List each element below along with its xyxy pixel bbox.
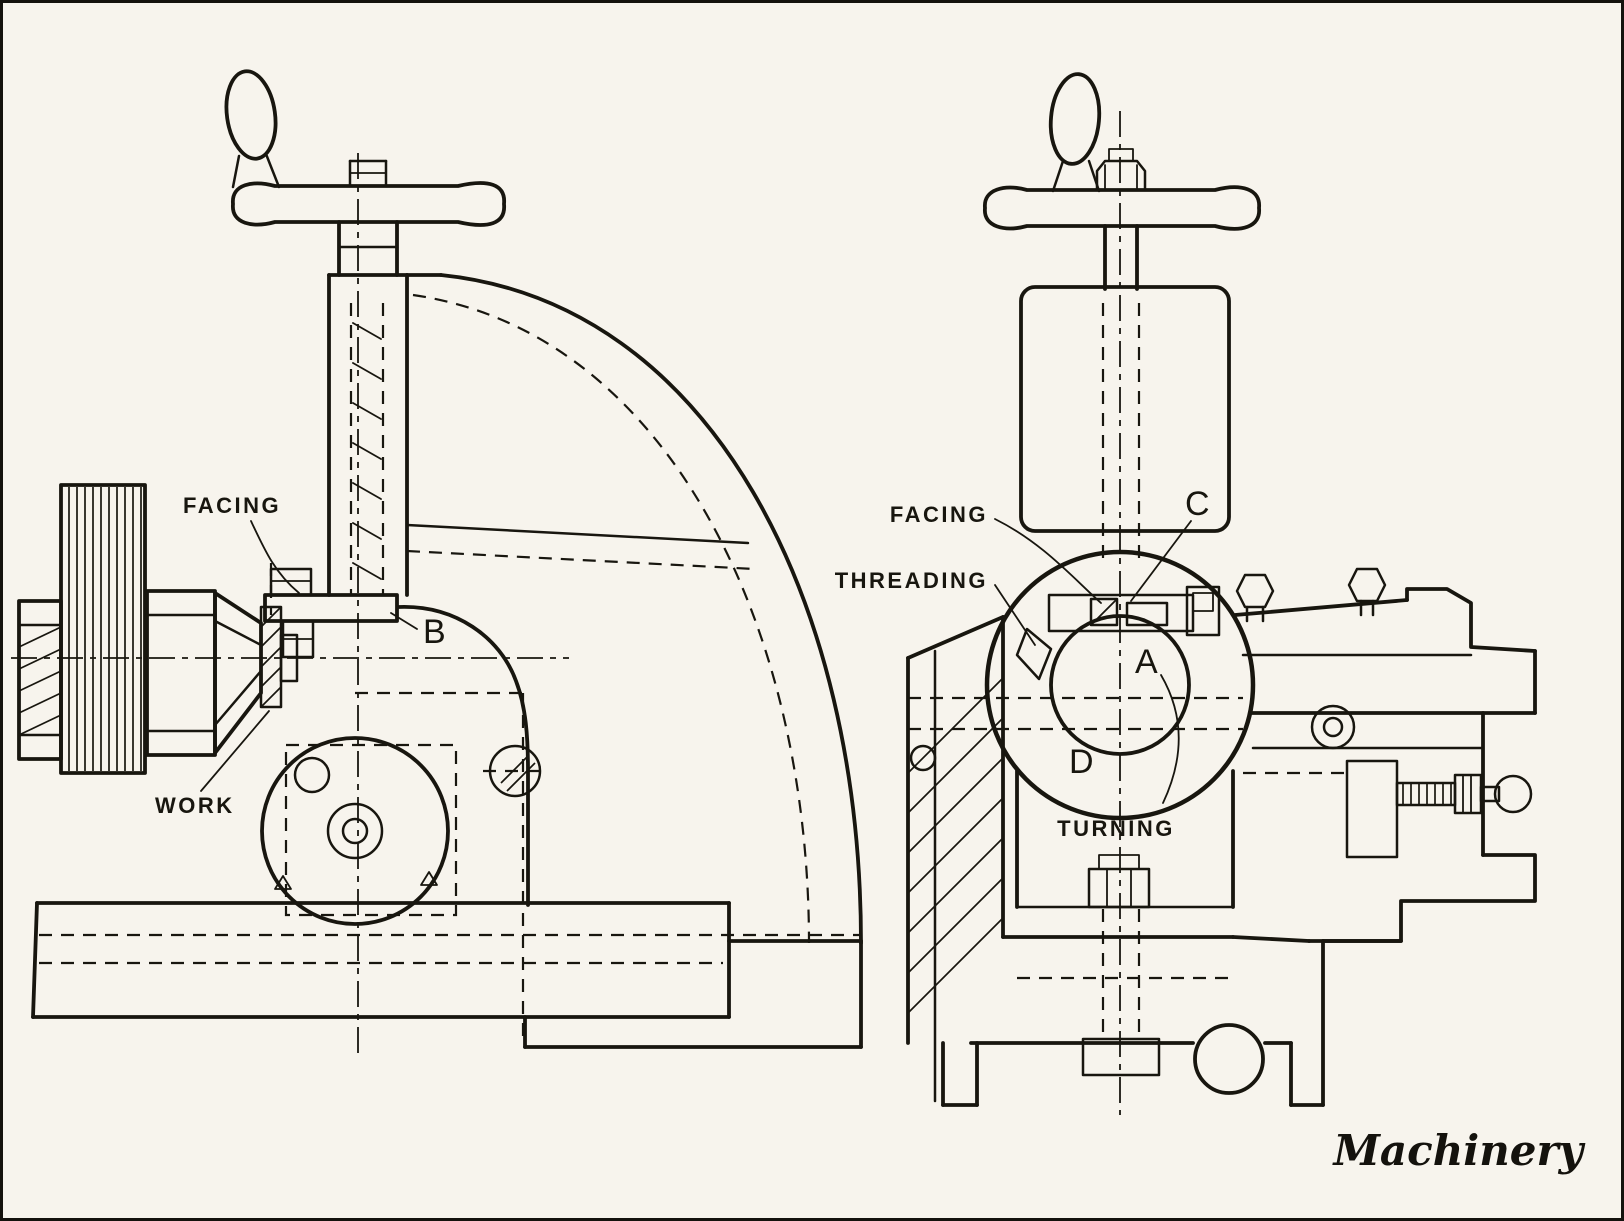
handwheel-knob bbox=[224, 69, 281, 189]
left-view-labels: FACING WORK B bbox=[155, 493, 446, 818]
facing-right-leader-line bbox=[994, 518, 1102, 604]
right-view-labels: FACING THREADING C A D TURNING bbox=[835, 485, 1210, 841]
label-facing-left: FACING bbox=[183, 493, 281, 518]
cross-slide-table bbox=[1233, 567, 1537, 943]
label-a: A bbox=[1135, 643, 1158, 681]
tool-head-body bbox=[355, 273, 863, 1043]
work-piece bbox=[259, 605, 299, 709]
left-view-drawing: FACING WORK B bbox=[11, 69, 863, 1053]
label-facing-right: FACING bbox=[890, 502, 988, 527]
spindle-cone bbox=[17, 589, 263, 761]
label-threading: THREADING bbox=[835, 568, 988, 593]
handwheel bbox=[231, 159, 506, 227]
facing-leader-line bbox=[250, 520, 300, 594]
credit-machinery: Machinery bbox=[1331, 1126, 1585, 1175]
handwheel-right bbox=[983, 148, 1261, 291]
b-leader-line bbox=[390, 612, 418, 630]
c-leader-line bbox=[1130, 520, 1192, 602]
feed-screw-column bbox=[327, 220, 409, 597]
a-leader-line bbox=[1160, 674, 1180, 804]
label-d: D bbox=[1069, 743, 1094, 781]
machinery-diagram-canvas: FACING WORK B bbox=[11, 69, 1586, 1175]
slide-column bbox=[1019, 285, 1231, 563]
handwheel-knob-right bbox=[1048, 72, 1102, 193]
work-leader-line bbox=[200, 710, 270, 792]
turret-head bbox=[984, 549, 1256, 821]
label-work: WORK bbox=[155, 793, 235, 818]
right-view-drawing: FACING THREADING C A D TURNING bbox=[835, 72, 1537, 1115]
change-gear bbox=[59, 483, 147, 775]
feed-gear-boss bbox=[260, 736, 458, 926]
lathe-bed-left bbox=[31, 901, 863, 1049]
pivot-stud bbox=[483, 744, 548, 798]
label-turning: TURNING bbox=[1057, 816, 1175, 841]
label-c: C bbox=[1185, 485, 1210, 523]
base-casting bbox=[941, 769, 1403, 1107]
label-b: B bbox=[423, 613, 446, 651]
threading-leader-line bbox=[994, 584, 1036, 646]
sectioned-wall bbox=[906, 615, 1243, 1103]
